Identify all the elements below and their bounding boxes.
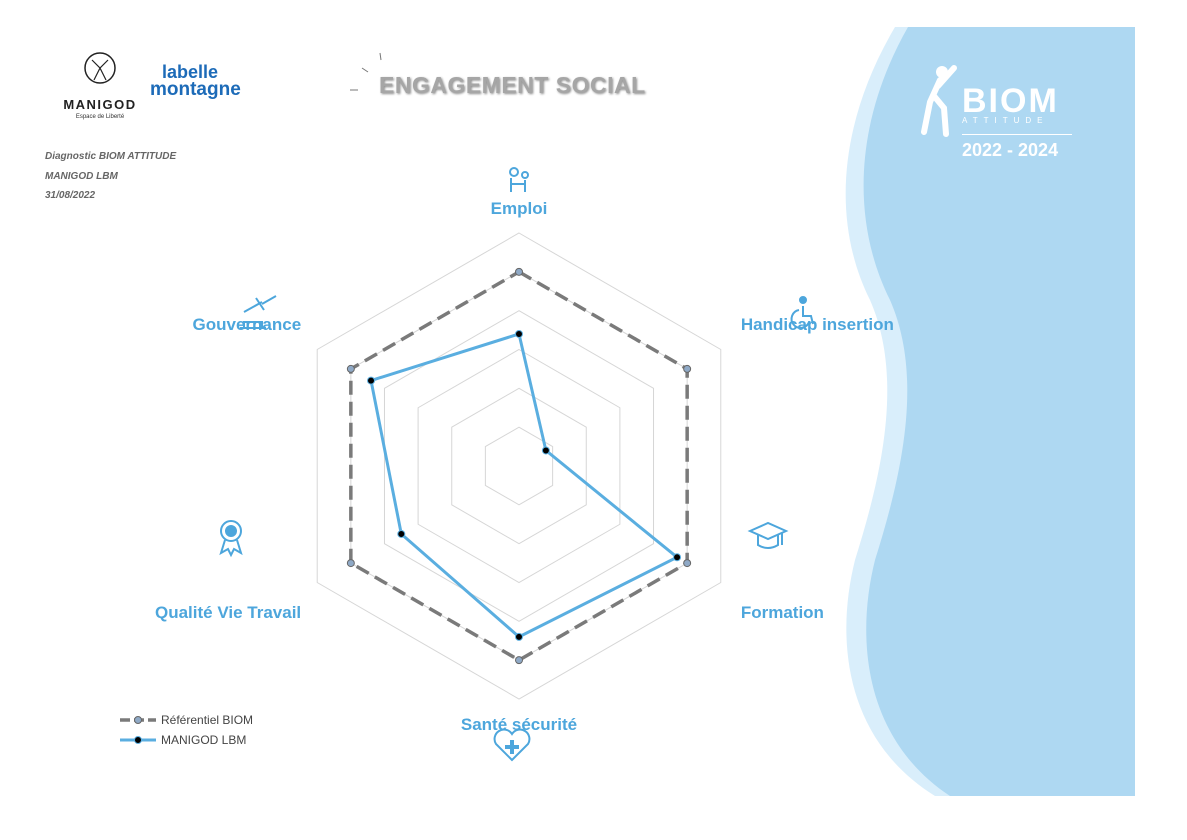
data-point-reference (683, 559, 692, 568)
legend-swatch-manigod (120, 736, 156, 744)
category-label: Santé sécurité (461, 715, 577, 734)
diagnostic-date: 31/08/2022 (45, 190, 96, 201)
legend-item-manigod: MANIGOD LBM (119, 730, 253, 750)
biom-years: 2022 - 2024 (962, 140, 1059, 160)
diagnostic-label: Diagnostic BIOM ATTITUDE (45, 151, 177, 162)
data-point-reference (515, 656, 523, 665)
series-line-manigod (369, 332, 680, 639)
manigod-logo: MANIGOD Espace de Liberté (60, 50, 140, 120)
data-point-manigod (515, 329, 523, 338)
data-point-reference (346, 559, 355, 568)
grid-ring (383, 310, 655, 622)
manigod-emblem-icon (84, 52, 116, 84)
wheelchair-icon (790, 296, 814, 329)
legend-swatch-reference (120, 716, 156, 724)
chart-legend: Référentiel BIOM MANIGOD LBM (119, 710, 253, 750)
graduation-cap-icon (747, 521, 789, 549)
biom-runner-icon (921, 65, 957, 137)
category-label: Qualité Vie Travail (155, 603, 301, 622)
title-sparkle-icon (350, 52, 382, 91)
legend-label-reference: Référentiel BIOM (161, 713, 254, 727)
grid-ring (451, 387, 587, 545)
labelle-logo-line2: montagne (150, 79, 241, 100)
data-point-manigod (397, 529, 406, 538)
grid-ring (484, 426, 554, 506)
legend-item-reference: Référentiel BIOM (119, 710, 253, 730)
gavel-icon (240, 295, 277, 329)
data-point-reference (346, 364, 355, 373)
category-label: Formation (741, 603, 824, 622)
grid-ring (417, 348, 621, 584)
heart-plus-icon (493, 728, 531, 762)
page-title: ENGAGEMENT SOCIAL (379, 72, 646, 98)
category-label: Gouvernance (193, 315, 302, 334)
biom-wordmark: BIOM (962, 82, 1059, 120)
biom-tagline: ATTITUDE (962, 116, 1049, 125)
grid-ring (316, 232, 722, 700)
legend-label-manigod: MANIGOD LBM (161, 733, 247, 747)
data-point-reference (683, 364, 692, 373)
data-point-manigod (367, 376, 376, 385)
team-gears-icon (509, 167, 529, 192)
data-point-manigod (541, 446, 550, 455)
category-label: Handicap insertion (741, 315, 894, 334)
award-ribbon-icon (219, 520, 243, 558)
organization-label: MANIGOD LBM (45, 171, 118, 182)
labelle-montagne-logo: labelle montagne (150, 62, 241, 100)
manigod-logo-tagline: Espace de Liberté (75, 114, 125, 120)
manigod-logo-name: MANIGOD (63, 97, 137, 112)
category-label: Emploi (491, 199, 548, 218)
biom-divider (962, 134, 1072, 135)
data-point-manigod (515, 632, 523, 641)
labelle-logo-line1: labelle (162, 62, 219, 82)
data-point-reference (515, 267, 523, 276)
data-point-manigod (673, 553, 682, 562)
